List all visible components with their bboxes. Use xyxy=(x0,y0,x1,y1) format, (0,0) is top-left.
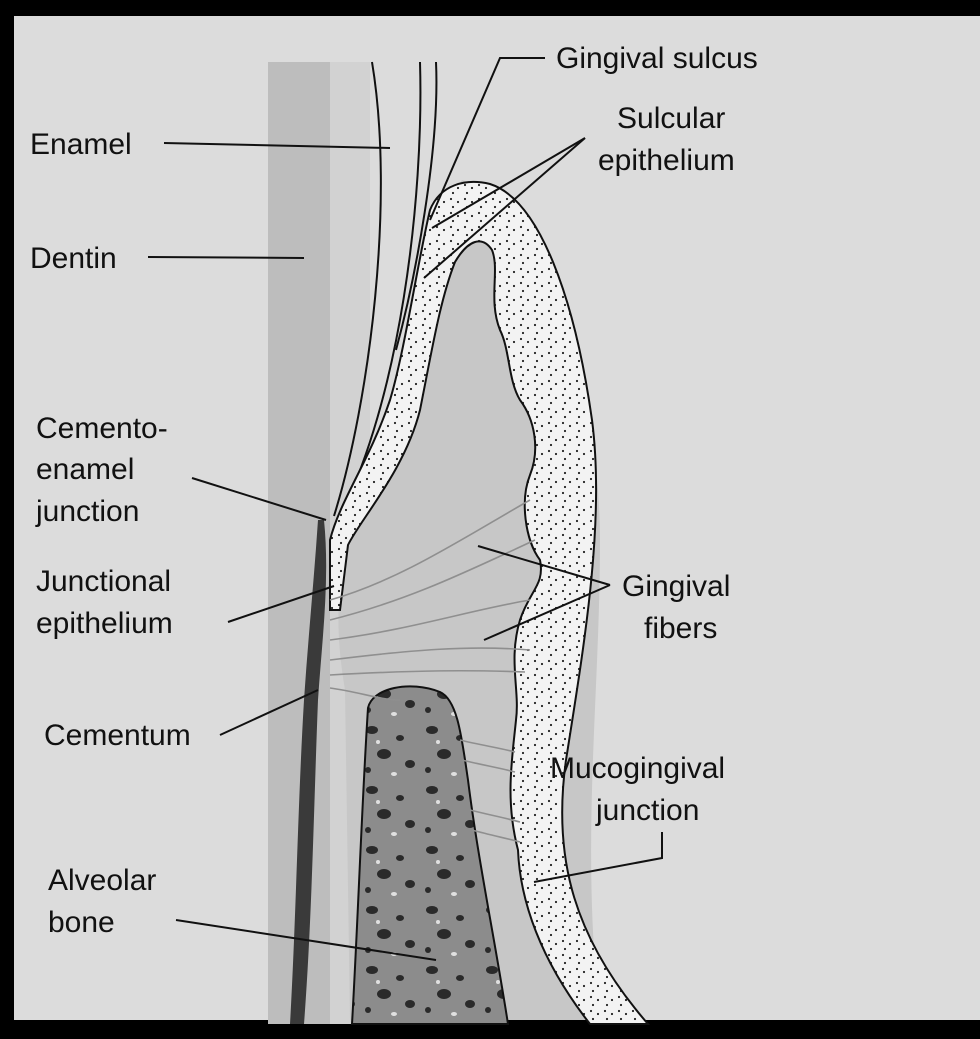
dentin-leader xyxy=(148,257,304,258)
label-mucogingival-2: junction xyxy=(595,794,699,827)
label-alveolar-1: Alveolar xyxy=(48,864,156,897)
label-enamel: Enamel xyxy=(30,128,132,161)
label-cementum: Cementum xyxy=(44,719,191,752)
label-gingival-fibers-2: fibers xyxy=(644,612,717,645)
label-sulcular-2: epithelium xyxy=(598,144,735,177)
label-junctional-2: epithelium xyxy=(36,607,173,640)
label-mucogingival-1: Mucogingival xyxy=(550,752,725,785)
label-dentin: Dentin xyxy=(30,242,117,275)
label-alveolar-2: bone xyxy=(48,906,115,939)
label-junctional-1: Junctional xyxy=(36,565,171,598)
label-gingival-sulcus: Gingival sulcus xyxy=(556,42,758,75)
label-sulcular-1: Sulcular xyxy=(617,102,725,135)
label-cej-1: Cemento- xyxy=(36,412,168,445)
label-cej-2: enamel xyxy=(36,453,134,486)
label-gingival-fibers-1: Gingival xyxy=(622,570,730,603)
label-cej-3: junction xyxy=(35,495,139,528)
